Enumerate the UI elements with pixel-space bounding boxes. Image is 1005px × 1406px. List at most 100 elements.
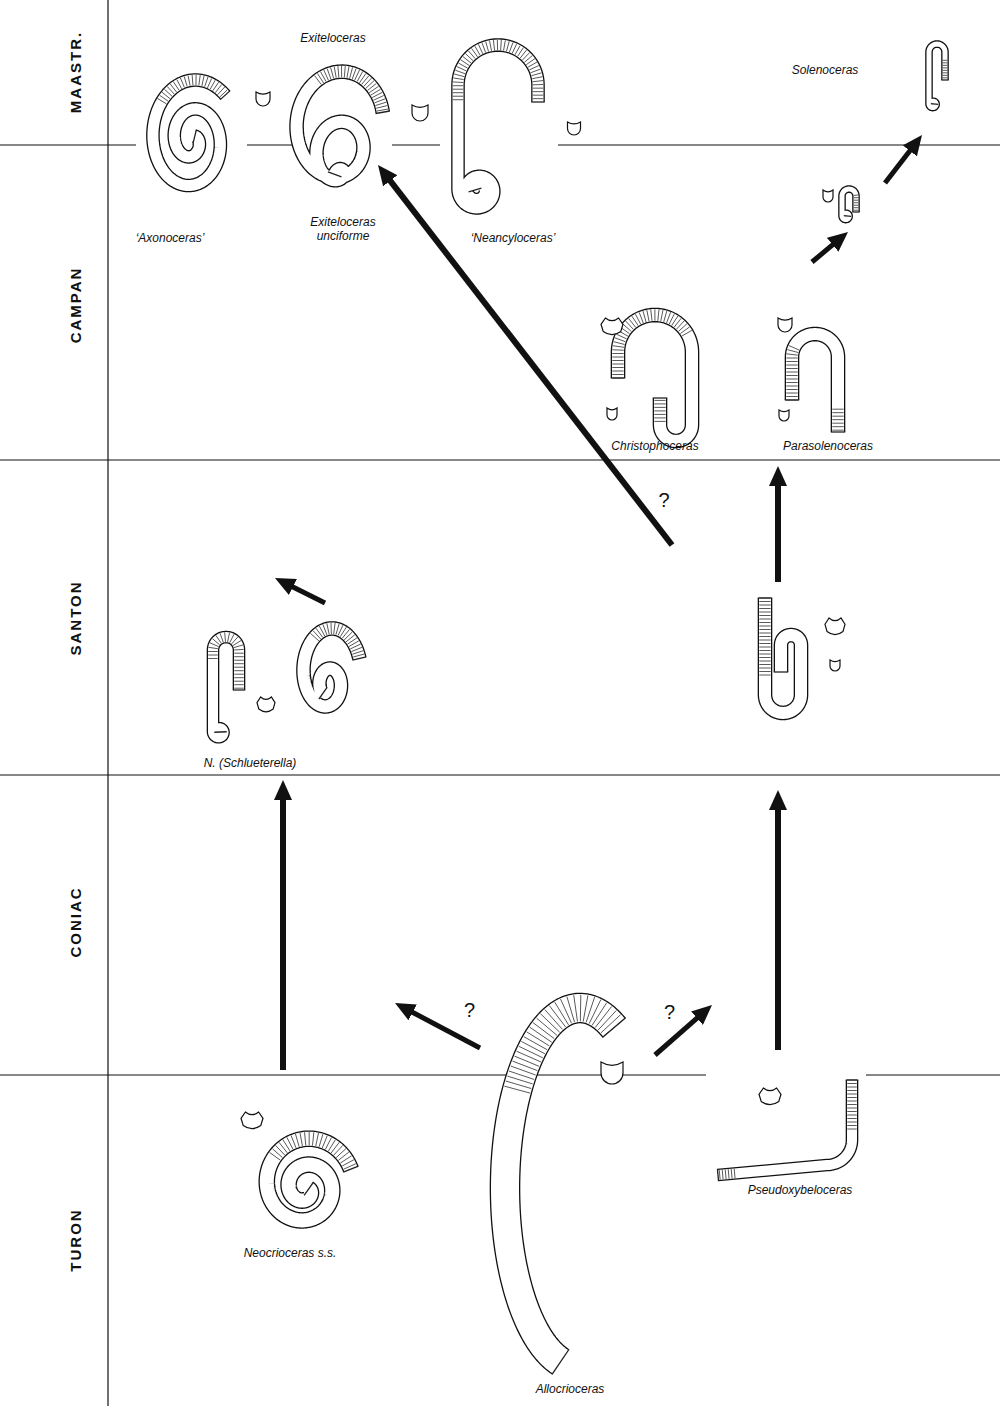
shell-rib [615,338,626,342]
shell-rib [832,430,843,431]
shell-rib [574,995,578,1021]
shell-rib [457,67,466,71]
ammonite-shell [267,1132,359,1220]
shell-rib [341,66,342,77]
shell-rib [941,79,948,80]
taxon-figure: Christophoceras [598,305,708,457]
shell-rib [530,1027,552,1042]
shell-rib [567,997,575,1022]
shell-rib [478,44,482,53]
shell-rib [295,1134,299,1147]
shell-rib [832,416,843,417]
shell-rib [234,667,244,668]
shell-guide [618,315,692,441]
shell-rib [785,399,799,400]
shell-rib [272,1149,282,1158]
shell-rib [347,67,349,78]
taxon-figure: Neocrioceras s.s. [238,995,395,1263]
shell-rib [486,42,489,52]
shell-rib [234,649,243,651]
shell-rib [531,101,544,102]
shell-body [618,315,692,441]
ammonite-shell [303,623,366,707]
ammonite-shell [717,1080,858,1181]
shell-rib [943,65,948,66]
shell-rib [208,647,217,648]
cross-section [759,1088,781,1105]
shell-guide [267,1139,351,1221]
shell-rib [234,656,244,657]
stage-boundary [0,1074,706,1075]
shell-rib [651,310,652,321]
shell-rib [719,1170,721,1179]
shell-rib [313,1132,314,1145]
shell-rib [774,671,788,672]
shell-rib [654,407,665,408]
shell-rib [931,103,938,105]
shell-rib [184,76,187,86]
shell-rib [847,1125,857,1126]
shell-rib [759,675,770,676]
stage-name: CAMPAN [67,267,84,344]
shell-rib [453,89,463,90]
shell-rib [497,40,498,50]
genus-name: Exiteloceras [300,31,365,45]
shell-body [458,45,538,208]
shell-rib [592,1003,606,1025]
shell-rib [786,382,797,383]
shell-rib [654,309,655,320]
shell-rib [943,62,948,63]
shell-rib [374,99,385,103]
shell-rib [612,349,623,350]
cross-section [241,1112,263,1129]
shell-rib [346,635,355,642]
shell-outline [505,1008,614,1362]
shell-outline [929,44,945,108]
shell-rib [493,40,494,50]
shell-rib [287,1137,293,1149]
stage-name: TURON [67,1208,84,1271]
taxon-name: Exiteloceras unciforme [301,215,385,244]
shell-rib [368,83,377,90]
ammonite-shell [758,598,801,713]
shell-rib [854,202,859,203]
ammonite-shell [453,40,545,208]
shell-rib [376,111,390,114]
shell-rib [336,624,339,635]
shell-outline [267,1139,351,1221]
shell-rib [847,1129,857,1130]
shell-rib [759,664,770,665]
shell-rib [786,396,797,397]
shell-rib [832,426,843,427]
shell-rib [786,368,797,369]
time-axis [107,0,108,1406]
shell-rib [208,651,218,652]
shell-rib [533,88,543,89]
shell-body [505,1008,614,1362]
shell-rib [234,670,244,671]
shell-rib [786,372,797,373]
taxon-name: Neocrioceras s.s. [244,1246,337,1260]
stage-boundary [392,144,440,145]
shell-rib [759,650,770,651]
shell-rib [759,601,770,602]
shell-rib [759,657,770,658]
shell-rib [205,77,208,87]
shell-guide [842,189,856,220]
ammonite-shell [785,334,845,432]
shell-guide [718,1080,852,1175]
shell-outline [153,80,225,186]
taxon-name: ‘Axonoceras’ [136,231,205,245]
shell-rib [854,210,859,211]
shell-rib [224,632,226,641]
cross-section [257,697,275,712]
shell-rib [234,653,244,654]
shell-rib [831,431,845,432]
shell-rib [309,1132,310,1145]
shell-rib [528,62,537,67]
shell-rib [343,1166,358,1172]
shell-rib [316,1133,319,1146]
shell-rib [789,345,799,350]
shell-rib [758,597,772,598]
